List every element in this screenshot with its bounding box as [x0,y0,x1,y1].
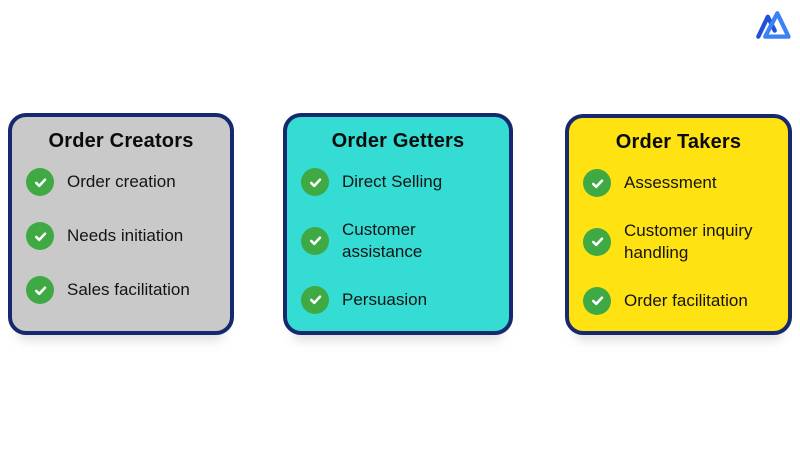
list-item: Sales facilitation [26,276,216,304]
item-label: Customer inquiry handling [624,221,753,262]
card-order-takers: Order Takers Assessment Customer inquiry… [565,114,792,335]
item-label: Direct Selling [342,172,443,192]
mountain-m-logo-icon [754,9,792,45]
card-title: Order Creators [48,130,194,152]
card-title: Order Takers [615,131,742,153]
item-label: Needs initiation [67,226,184,246]
item-list: Order creation Needs initiation Sales fa… [26,168,216,304]
check-icon [583,169,611,197]
check-icon [26,276,54,304]
check-icon [26,168,54,196]
list-item: Direct Selling [301,168,495,196]
list-item: Persuasion [301,285,495,314]
item-label: Persuasion [342,289,428,309]
check-icon [26,222,54,250]
list-item: Order creation [26,168,216,196]
item-label: Order creation [67,172,176,192]
check-icon [583,227,611,256]
card-order-getters: Order Getters Direct Selling Customer as… [283,113,513,335]
check-icon [301,226,329,255]
check-icon [583,286,611,315]
item-label: Customer assistance [342,220,423,261]
list-item: Order facilitation [583,286,774,315]
check-icon [301,168,329,196]
list-item: Customer assistance [301,219,495,263]
card-order-creators: Order Creators Order creation Needs init… [8,113,234,335]
card-title: Order Getters [331,130,465,152]
item-label: Assessment [624,173,717,193]
list-item: Customer inquiry handling [583,220,774,264]
check-icon [301,285,329,314]
item-label: Order facilitation [624,290,748,310]
item-label: Sales facilitation [67,280,190,300]
item-list: Direct Selling Customer assistance Persu… [301,168,495,314]
list-item: Needs initiation [26,222,216,250]
item-list: Assessment Customer inquiry handling Ord… [583,169,774,315]
list-item: Assessment [583,169,774,197]
